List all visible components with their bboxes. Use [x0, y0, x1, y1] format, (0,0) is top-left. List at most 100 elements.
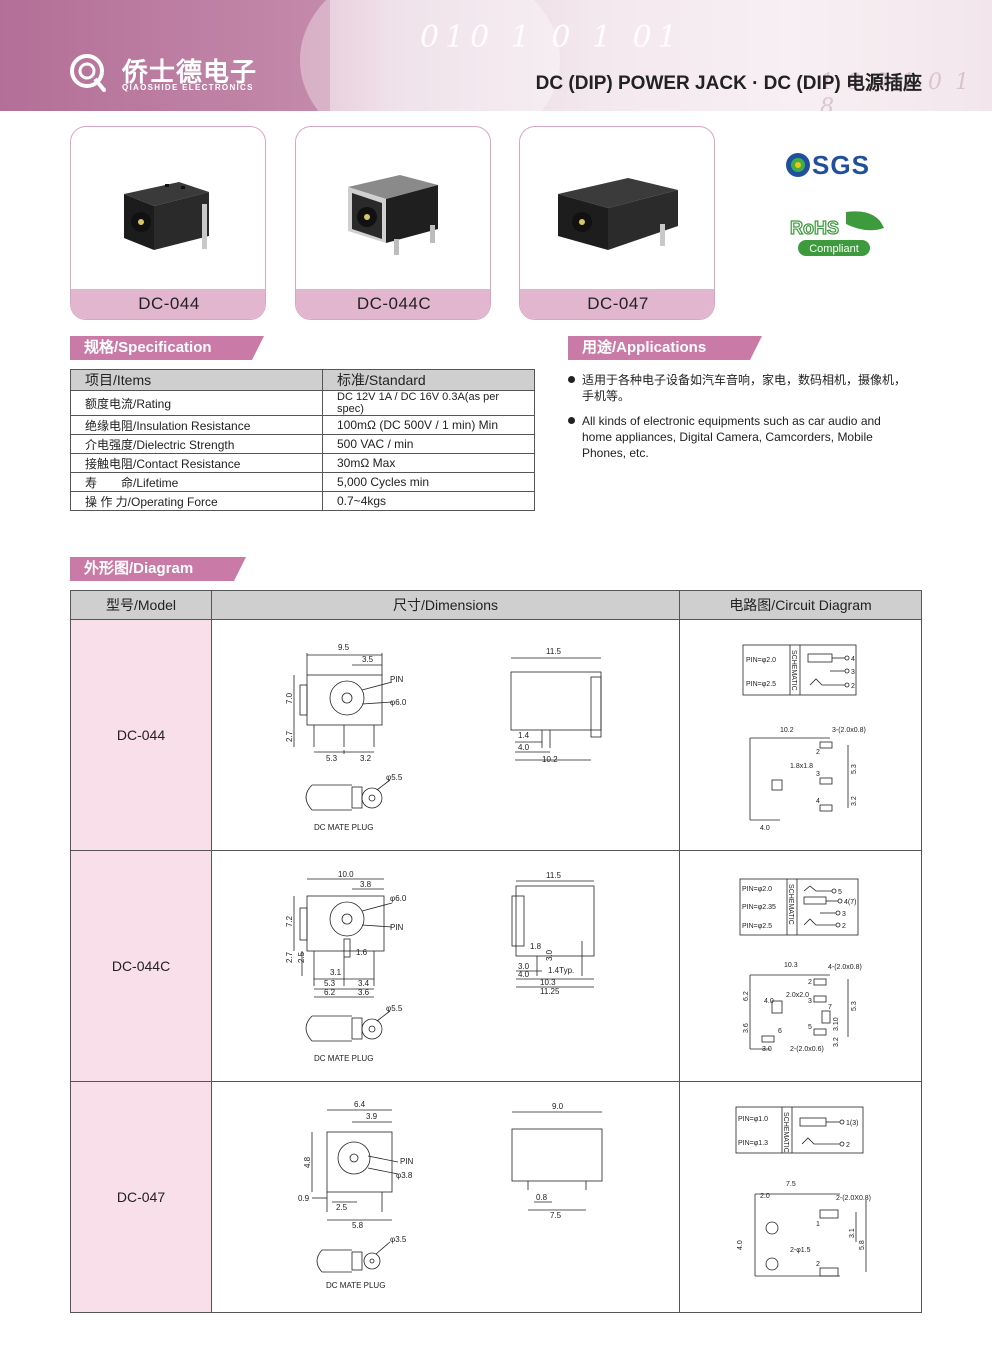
spec-item: 接触电阻/Contact Resistance: [70, 453, 323, 473]
pcb-label: 10.2: [780, 727, 794, 734]
pcb-label: 2.0x2.0: [786, 992, 809, 999]
pcb-label: 7.5: [786, 1181, 796, 1188]
schematic-pin: PIN=φ2.35: [742, 904, 776, 911]
schematic-pin: PIN=φ2.0: [742, 886, 772, 893]
plug-label: DC MATE PLUG: [314, 1054, 373, 1063]
dim-label: 3.8: [360, 880, 372, 889]
header-swoosh: [300, 0, 560, 111]
dim-label: 3.9: [366, 1112, 378, 1121]
spec-item: 介电强度/Dielectric Strength: [70, 434, 323, 454]
dim-label: 2.7: [285, 730, 294, 742]
pcb-label: 2-φ1.5: [790, 1247, 811, 1254]
pcb-label: 3.0: [762, 1046, 772, 1053]
schematic-node: 1(3): [846, 1120, 858, 1127]
dc044-dimension-svg: 9.5 3.5 7.0 2.7 5.3 3.2 PIN φ6.0 φ5.5 DC…: [285, 643, 602, 832]
dim-label: PIN: [390, 923, 404, 932]
spec-value: 100mΩ (DC 500V / 1 min) Min: [322, 415, 535, 435]
schematic-tag: SCHEMATIC: [790, 650, 797, 691]
dim-label: 3.2: [360, 754, 372, 763]
page-title: DC (DIP) POWER JACK · DC (DIP) 电源插座: [535, 73, 922, 94]
pcb-node: 3: [816, 771, 820, 778]
dim-label: φ5.5: [386, 1004, 403, 1013]
list-item: All kinds of electronic equipments such …: [566, 413, 906, 461]
header-decor-digits-right: 1 0 0 1 0 1 8: [820, 70, 972, 111]
pcb-label: 2.0: [760, 1193, 770, 1200]
dim-label: φ3.8: [396, 1171, 413, 1180]
dim-label: 9.0: [552, 1102, 564, 1111]
pcb-label: 5.3: [851, 1001, 858, 1011]
circuit-drawing: PIN=φ2.0 PIN=φ2.35 PIN=φ2.5 SCHEMATIC 5 …: [679, 850, 922, 1082]
plug-label: DC MATE PLUG: [314, 823, 373, 832]
dim-label: PIN: [390, 675, 404, 684]
diagram-header-row: 型号/Model 尺寸/Dimensions 电路图/Circuit Diagr…: [69, 590, 922, 620]
pcb-label: 3.6: [743, 1023, 750, 1033]
schematic-node: 5: [838, 889, 842, 896]
product-photo-dc044c: [296, 127, 490, 291]
pcb-node: 3: [808, 998, 812, 1005]
pcb-label: 1.8x1.8: [790, 763, 813, 770]
dc044c-dimension-svg: 10.0 3.8 7.2 2.7 2.5 3.1 1.6 5.3 3.4 6.2…: [285, 870, 595, 1063]
rohs-text: RoHS: [790, 218, 839, 238]
header-band: [0, 0, 330, 111]
dim-label: 4.0: [518, 743, 530, 752]
model-name: DC-044C: [69, 850, 213, 1082]
applications-heading: 用途/Applications: [568, 336, 762, 360]
pcb-label: 4-(2.0x0.8): [828, 964, 862, 971]
bullet-icon: [568, 417, 575, 424]
header-decor-digits: 010 1 0 1 01: [420, 20, 683, 55]
spec-value: 30mΩ Max: [322, 453, 535, 473]
table-row: DC-047: [69, 1081, 922, 1313]
dim-label: 1.6: [356, 948, 368, 957]
dc047-jack-image: [558, 178, 678, 250]
pcb-label: 5.8: [859, 1240, 866, 1250]
dim-label: 11.25: [540, 987, 560, 996]
dim-label: 7.5: [550, 1211, 562, 1220]
spec-item: 寿 命/Lifetime: [70, 472, 323, 492]
bullet-icon: [568, 376, 575, 383]
dim-label: 2.5: [297, 951, 306, 963]
dc044c-jack-image: [348, 175, 438, 255]
diagram-heading: 外形图/Diagram: [70, 557, 246, 581]
sgs-globe-icon: [786, 153, 810, 177]
dim-label: 3.6: [358, 988, 370, 997]
diagram-col-dimensions: 尺寸/Dimensions: [211, 590, 680, 620]
pcb-node: 5: [808, 1024, 812, 1031]
dim-label: 7.2: [285, 915, 294, 927]
dim-label: 7.0: [285, 692, 294, 704]
spec-item: 额度电流/Rating: [70, 390, 323, 416]
schematic-pin: PIN=φ2.5: [742, 923, 772, 930]
spec-value: 0.7~4kgs: [322, 491, 535, 511]
spec-value: DC 12V 1A / DC 16V 0.3A(as per spec): [322, 390, 535, 416]
pcb-node: 2: [816, 749, 820, 756]
dim-label: 1.8: [530, 942, 542, 951]
dim-label: φ3.5: [390, 1235, 407, 1244]
dim-label: 5.8: [352, 1221, 364, 1230]
model-name: DC-047: [69, 1081, 213, 1313]
schematic-node: 2: [842, 923, 846, 930]
schematic-node: 4: [851, 656, 855, 663]
dim-label: 5.3: [324, 979, 336, 988]
pcb-node: 1: [816, 1221, 820, 1228]
dc047-dimension-svg: 6.4 3.9 4.8 0.9 2.5 5.8 PIN φ3.8 φ3.5 DC…: [298, 1100, 603, 1290]
product-card-dc047: DC-047: [519, 126, 715, 320]
rohs-compliant-text: Compliant: [809, 243, 859, 255]
schematic-pin: PIN=φ1.3: [738, 1140, 768, 1147]
dim-label: 0.8: [536, 1193, 548, 1202]
dim-label: 0.9: [298, 1194, 310, 1203]
dim-label: 3.0: [518, 962, 530, 971]
list-item: 适用于各种电子设备如汽车音响，家电，数码相机，摄像机，手机等。: [566, 372, 906, 404]
dim-label: φ6.0: [390, 894, 407, 903]
dim-label: 5.3: [326, 754, 338, 763]
schematic-node: 2: [851, 683, 855, 690]
pcb-label: 4.0: [737, 1240, 744, 1250]
brand-name-en: QIAOSHIDE ELECTRONICS: [122, 83, 254, 92]
pcb-label: 10.3: [784, 962, 798, 969]
spec-col-standard: 标准/Standard: [322, 369, 535, 391]
brand-name-cn: 侨士德电子: [122, 57, 258, 87]
dim-label: 1.4Typ.: [548, 966, 574, 975]
schematic-node: 3: [842, 911, 846, 918]
